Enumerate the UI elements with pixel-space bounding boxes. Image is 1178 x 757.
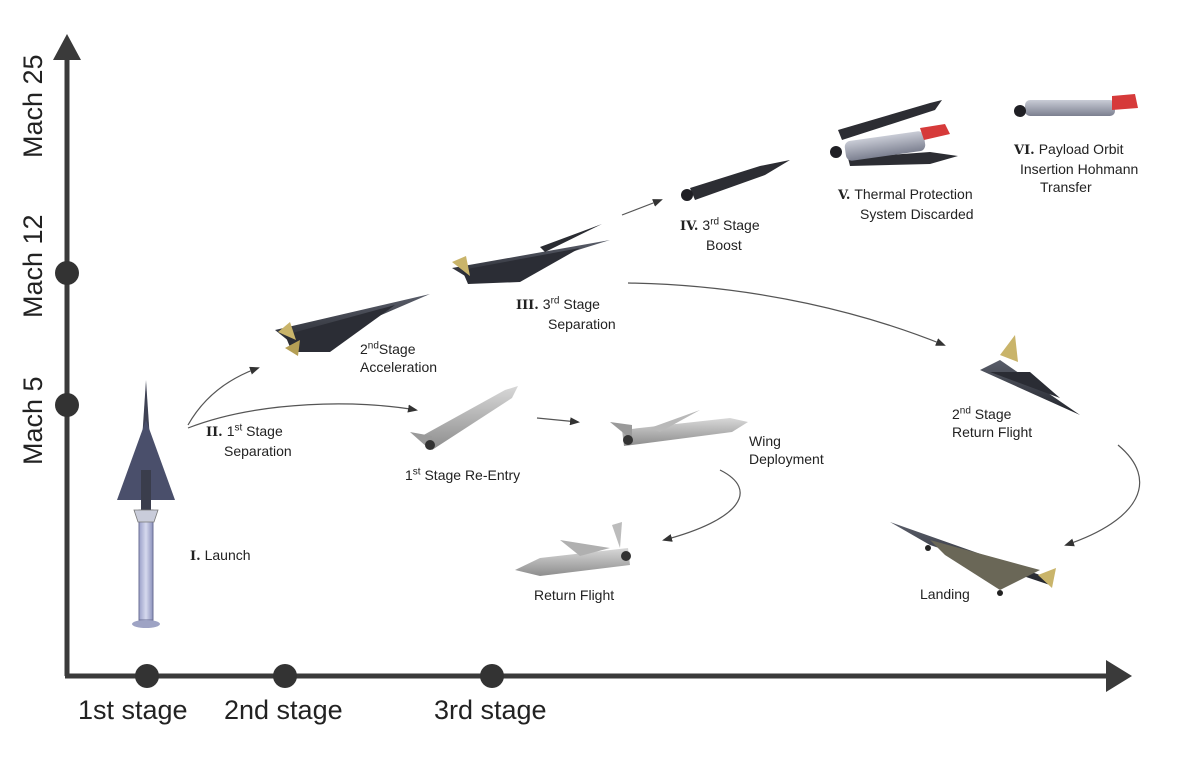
- label-tps-discarded: V.Thermal Protection System Discarded: [838, 185, 974, 223]
- payload: [1014, 94, 1138, 117]
- line1: Stage: [559, 296, 600, 312]
- line1: Wing: [749, 433, 781, 449]
- numeral: VI.: [1014, 143, 1035, 158]
- label-landing: Landing: [920, 586, 970, 602]
- pre: 1: [226, 423, 235, 439]
- label-2nd-stage-acceleration: 2ndStage Acceleration: [360, 340, 437, 376]
- numeral: I.: [190, 549, 201, 564]
- reentry-vehicle: [410, 386, 518, 450]
- line1: Stage: [970, 406, 1012, 422]
- pre: 3: [702, 217, 711, 233]
- numeral: III.: [516, 298, 539, 313]
- arrow-to-2nd-acc: [187, 366, 260, 426]
- aircraft-3rd-sep: [452, 224, 610, 284]
- x-label-2nd-stage: 2nd stage: [224, 695, 343, 725]
- x-tick-1st: [135, 664, 159, 688]
- label-1st-stage-separation: II.1st Stage Separation: [206, 422, 292, 460]
- y-axis-arrowhead: [53, 34, 81, 60]
- x-axis: [65, 660, 1132, 692]
- line2: Boost: [706, 237, 742, 253]
- tps-discarded: [830, 100, 958, 166]
- line2: System Discarded: [860, 206, 974, 222]
- pre: 2: [360, 341, 368, 357]
- label-3rd-stage-separation: III.3rd Stage Separation: [516, 295, 616, 333]
- arrow-to-return: [662, 469, 741, 542]
- landing-vehicle: [890, 522, 1056, 596]
- return-flight-vehicle: [515, 522, 631, 576]
- label-1st-stage-reentry: 1st Stage Re-Entry: [405, 466, 520, 484]
- y-label-mach5: Mach 5: [18, 376, 48, 465]
- line2: Insertion Hohmann: [1020, 161, 1139, 177]
- sup: nd: [367, 340, 379, 352]
- sup: rd: [550, 295, 560, 307]
- pre: 2: [952, 406, 960, 422]
- x-label-3rd-stage: 3rd stage: [434, 695, 547, 725]
- label-2nd-stage-return-flight: 2nd Stage Return Flight: [952, 405, 1032, 441]
- pre: 3: [542, 296, 551, 312]
- sup: rd: [710, 216, 720, 228]
- arrow-to-wing: [536, 417, 580, 426]
- line2: Separation: [224, 443, 292, 459]
- launch-rocket: [117, 380, 175, 628]
- x-tick-3rd: [480, 664, 504, 688]
- line2: Return Flight: [952, 424, 1033, 440]
- line2: Deployment: [749, 451, 824, 467]
- line1: Stage: [378, 341, 416, 357]
- aircraft-2nd-acc: [275, 294, 430, 356]
- line1: Stage: [242, 423, 283, 439]
- y-label-mach12: Mach 12: [18, 214, 48, 318]
- sup: nd: [959, 405, 971, 417]
- line1: Stage Re-Entry: [420, 467, 521, 483]
- line1: Payload Orbit: [1038, 141, 1124, 157]
- x-tick-2nd: [273, 664, 297, 688]
- numeral: V.: [838, 188, 851, 203]
- arrow-to-2nd-return: [627, 282, 946, 346]
- line1: Thermal Protection: [854, 186, 973, 202]
- arrow-to-boost: [621, 199, 663, 216]
- x-label-1st-stage: 1st stage: [78, 695, 188, 725]
- line3: Transfer: [1040, 179, 1092, 195]
- sup: st: [234, 422, 243, 434]
- y-tick-mach12: [55, 261, 79, 285]
- label-payload: VI.Payload Orbit Insertion Hohmann Trans…: [1014, 140, 1138, 196]
- pre: 1: [405, 467, 413, 483]
- line2: Separation: [548, 316, 616, 332]
- line2: Acceleration: [360, 359, 438, 375]
- label-wing-deployment: Wing Deployment: [749, 432, 824, 468]
- arrow-to-landing: [1064, 444, 1141, 547]
- numeral: IV.: [680, 219, 699, 234]
- numeral: II.: [206, 425, 223, 440]
- y-axis: [53, 34, 81, 676]
- flow-arrows: [187, 199, 1141, 547]
- second-return-vehicle: [980, 335, 1080, 415]
- x-axis-arrowhead: [1106, 660, 1132, 692]
- y-label-mach25: Mach 25: [18, 54, 48, 158]
- third-stage-boost: [681, 160, 790, 201]
- text: Launch: [204, 547, 251, 563]
- wing-deployment-vehicle: [610, 410, 748, 446]
- sup: st: [412, 466, 421, 478]
- label-3rd-stage-boost: IV.3rd Stage Boost: [680, 216, 760, 254]
- label-launch: I.Launch: [190, 546, 251, 566]
- y-tick-mach5: [55, 393, 79, 417]
- arrow-to-reentry: [187, 403, 418, 429]
- line1: Stage: [719, 217, 760, 233]
- label-return-flight: Return Flight: [534, 587, 615, 603]
